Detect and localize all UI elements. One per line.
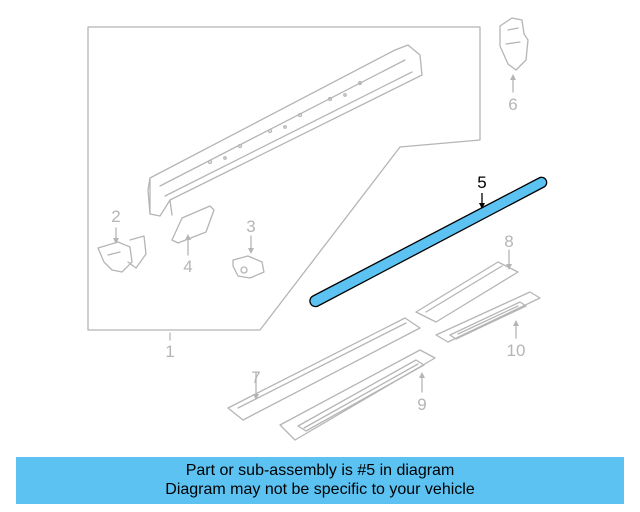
part-10-scuff-plate (435, 291, 541, 343)
banner-line-part-number: Part or sub-assembly is #5 in diagram (185, 462, 455, 479)
info-banner: Part or sub-assembly is #5 in diagram Di… (16, 457, 624, 504)
callout-1: 1 (165, 342, 174, 361)
banner-line-disclaimer: Diagram may not be specific to your vehi… (165, 481, 475, 498)
callout-9: 9 (417, 395, 426, 414)
part-7-sill-plate (227, 317, 421, 421)
callout-4: 4 (183, 257, 192, 276)
part-6-clip (499, 17, 529, 71)
callout-8: 8 (504, 232, 513, 251)
part-1-rocker-panel (147, 44, 423, 217)
callout-7: 7 (251, 368, 260, 387)
part-8-step-plate (415, 261, 519, 323)
callout-3: 3 (246, 217, 255, 236)
callout-5-arrow (479, 203, 485, 209)
part-2-bracket (97, 235, 147, 273)
part-1-frame (87, 26, 481, 331)
part-9-scuff-plate (279, 349, 436, 441)
parts-diagram: 1 2 3 4 5 6 7 8 9 10 (87, 17, 548, 441)
callout-2: 2 (111, 207, 120, 226)
callout-5: 5 (477, 173, 486, 192)
part-5-molding-strip (309, 176, 548, 308)
callout-6: 6 (508, 95, 517, 114)
part-3-clip (232, 255, 265, 279)
callout-10: 10 (507, 341, 526, 360)
part-4-molding (171, 205, 215, 244)
